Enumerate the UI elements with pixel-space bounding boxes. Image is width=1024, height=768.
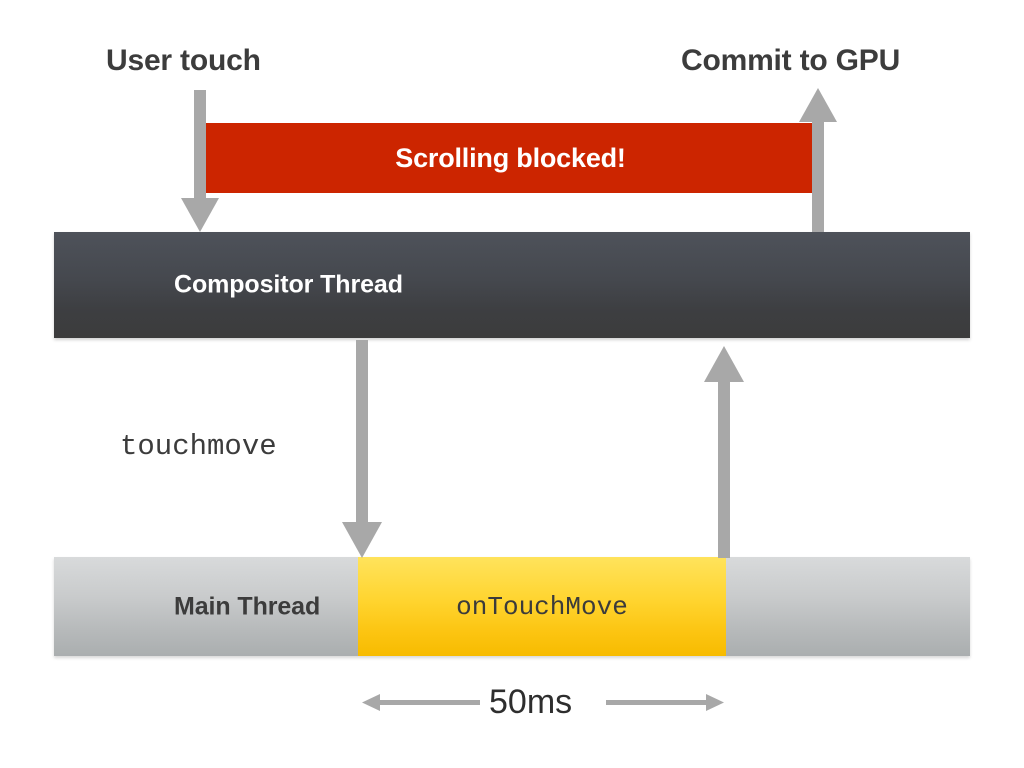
- user-touch-title: User touch: [106, 44, 261, 77]
- touchmove-down-arrow: [342, 340, 382, 558]
- duration-50ms-label: 50ms: [489, 683, 573, 721]
- scrolling-blocked-banner: Scrolling blocked!: [205, 123, 816, 193]
- compositor-thread-bar: Compositor Thread: [54, 232, 970, 338]
- handler-return-up-arrow: [704, 346, 744, 558]
- commit-to-gpu-title: Commit to GPU: [681, 44, 901, 77]
- main-thread-bar: Main Thread onTouchMove: [54, 557, 970, 656]
- touchmove-event-caption: touchmove: [120, 430, 277, 463]
- ontouchmove-handler-block: onTouchMove: [358, 557, 726, 656]
- ontouchmove-handler-label: onTouchMove: [456, 591, 628, 622]
- main-thread-label: Main Thread: [174, 592, 321, 620]
- compositor-thread-label: Compositor Thread: [174, 270, 403, 299]
- scrolling-blocked-label: Scrolling blocked!: [395, 142, 626, 173]
